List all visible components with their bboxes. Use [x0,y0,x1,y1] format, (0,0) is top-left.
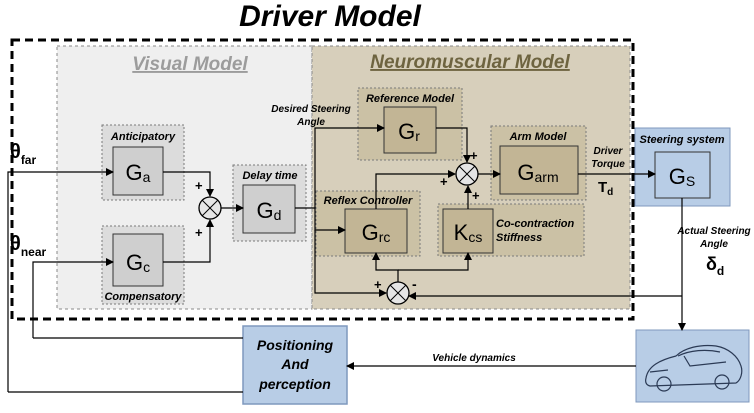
anticipatory-caption: Anticipatory [110,131,176,143]
cocontraction-caption-2: Stiffness [496,232,542,244]
neuromuscular-model-label: Neuromuscular Model [370,52,570,73]
steering-symbol: GS [669,164,695,189]
vehicle-dynamics-label: Vehicle dynamics [432,353,516,364]
sign-plus-3: + [470,148,478,163]
sum-junction-arm [455,162,479,186]
car-icon [645,344,743,392]
compensatory-block [112,233,164,287]
theta-near-label: θnear [10,233,46,259]
reflex-symbol: Grc [362,220,391,245]
sign-minus-1: - [412,276,417,292]
driver-torque-label-1: Driver [594,146,624,157]
sum-junction-feedback [386,281,410,305]
sign-plus-6: + [374,277,382,292]
signal-lines [7,124,686,393]
positioning-line-2: And [280,356,309,372]
anticipatory-block [112,146,164,196]
diagram-title: Driver Model [239,0,421,33]
driver-torque-label-2: Torque [591,159,625,170]
driver-model-boundary [10,38,635,321]
reference-caption: Reference Model [366,93,455,105]
steering-block [654,151,711,199]
arm-caption: Arm Model [509,131,568,143]
sum-junction-visual [198,196,222,220]
arm-block [499,145,579,195]
steering-caption: Steering system [640,134,725,146]
tau-d-label: Td [598,179,613,198]
actual-steering-label-1: Actual Steering [676,226,750,237]
positioning-line-1: Positioning [257,337,334,353]
delta-d-label: δd [706,254,724,278]
sign-plus-1: + [195,178,203,193]
compensatory-symbol: Gc [126,250,150,275]
compensatory-caption: Compensatory [104,291,182,303]
reference-symbol: Gr [398,119,420,144]
desired-steering-label-2: Angle [296,117,325,128]
delay-symbol: Gd [257,198,282,223]
sign-plus-4: + [440,174,448,189]
arm-symbol: Garm [517,160,558,185]
cocontraction-symbol: Kcs [454,220,483,245]
theta-far-label: θfar [10,141,36,167]
positioning-line-3: perception [258,376,331,392]
cocontraction-block [442,208,494,254]
sign-plus-5: + [472,188,480,203]
visual-model-label: Visual Model [132,54,248,75]
reflex-caption: Reflex Controller [324,195,413,207]
delay-caption: Delay time [242,170,297,182]
sign-plus-2: + [195,225,203,240]
delay-block [242,184,296,234]
actual-steering-label-2: Angle [699,239,728,250]
desired-steering-label-1: Desired Steering [271,104,350,115]
anticipatory-symbol: Ga [126,160,151,185]
cocontraction-caption-1: Co-contraction [496,218,575,230]
